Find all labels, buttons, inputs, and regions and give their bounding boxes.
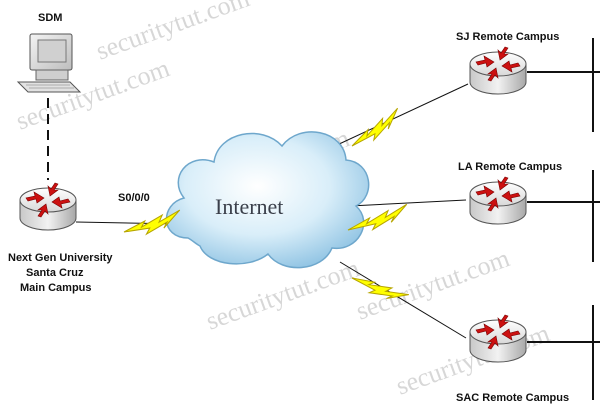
remote-lan-lines: [527, 38, 600, 400]
cloud-label: Internet: [215, 194, 283, 219]
watermark-text: securitytut.com: [92, 0, 253, 66]
main-campus-router-icon: [19, 182, 77, 231]
link-to-la: [349, 199, 467, 207]
sac-router-icon: [469, 314, 527, 363]
main-campus-label-line2: Santa Cruz: [26, 267, 84, 279]
interface-label: S0/0/0: [118, 192, 150, 204]
link-to-sj: [321, 83, 469, 153]
sj-router-icon: [469, 46, 527, 95]
sdm-computer-icon: [16, 33, 82, 93]
main-campus-label-line1: Next Gen University: [8, 252, 113, 264]
sac-campus-label: SAC Remote Campus: [456, 392, 569, 404]
wan-link-sj-bolt: [345, 107, 407, 151]
internet-cloud-icon: Internet: [165, 131, 370, 269]
la-router-icon: [469, 176, 527, 225]
main-campus-label-line3: Main Campus: [20, 282, 92, 294]
sdm-label: SDM: [38, 12, 62, 24]
sj-campus-label: SJ Remote Campus: [456, 31, 559, 43]
link-to-sac: [339, 261, 467, 339]
la-campus-label: LA Remote Campus: [458, 161, 562, 173]
